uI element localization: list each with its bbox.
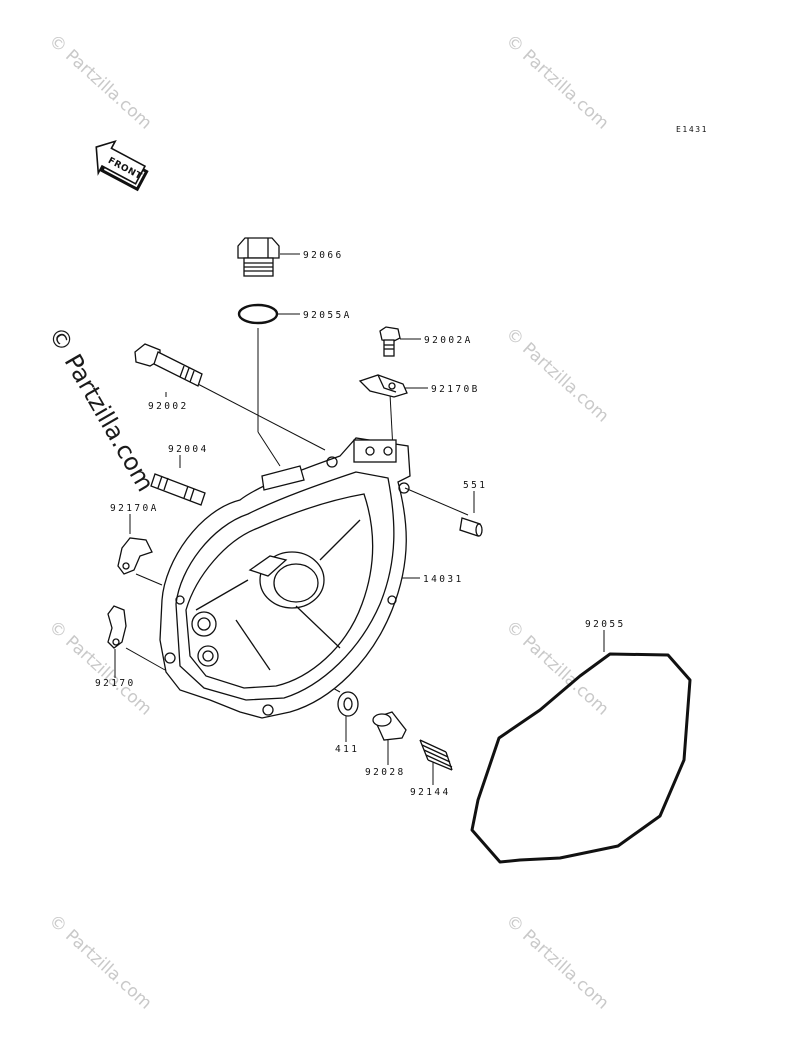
part-label-92055[interactable]: 92055 <box>585 619 626 630</box>
front-arrow-icon: FRONT <box>95 139 149 192</box>
clamp-a-icon <box>117 537 153 575</box>
watermark: © Partzilla.com <box>502 911 613 1014</box>
washer-icon <box>337 691 359 717</box>
part-label-92066[interactable]: 92066 <box>303 250 344 261</box>
watermark: © Partzilla.com <box>502 31 613 134</box>
watermark: © Partzilla.com <box>502 617 613 720</box>
large-gasket-icon <box>470 652 692 864</box>
diagram-code: E1431 <box>676 125 708 134</box>
small-o-ring-icon <box>237 303 279 325</box>
part-label-92002[interactable]: 92002 <box>148 401 189 412</box>
part-label-92028[interactable]: 92028 <box>365 767 406 778</box>
part-label-92004[interactable]: 92004 <box>168 444 209 455</box>
clamp-b-icon <box>358 374 408 398</box>
part-label-551[interactable]: 551 <box>463 480 487 491</box>
part-label-14031[interactable]: 14031 <box>423 574 464 585</box>
dowel-pin-icon <box>459 517 483 537</box>
part-labels: 92066 92055A 92002A 92170B 92002 92004 5… <box>95 250 626 798</box>
part-label-92170[interactable]: 92170 <box>95 678 136 689</box>
clutch-cover-icon <box>159 437 411 719</box>
part-label-411[interactable]: 411 <box>335 744 359 755</box>
bushing-icon <box>372 711 407 741</box>
small-bolt-icon <box>379 326 401 357</box>
part-label-92170a[interactable]: 92170A <box>110 503 159 514</box>
clamp-icon <box>107 605 127 649</box>
part-label-92002a[interactable]: 92002A <box>424 335 473 346</box>
part-label-92170b[interactable]: 92170B <box>431 384 480 395</box>
stud-bolt-icon <box>150 473 206 506</box>
part-label-92144[interactable]: 92144 <box>410 787 451 798</box>
watermark: © Partzilla.com <box>45 617 156 720</box>
long-bolt-icon <box>134 343 203 387</box>
part-label-92055a[interactable]: 92055A <box>303 310 352 321</box>
watermark: © Partzilla.com <box>45 31 156 134</box>
drain-plug-icon <box>237 237 280 277</box>
watermark: © Partzilla.com <box>45 911 156 1014</box>
spring-icon <box>419 739 453 771</box>
watermark: © Partzilla.com <box>502 324 613 427</box>
